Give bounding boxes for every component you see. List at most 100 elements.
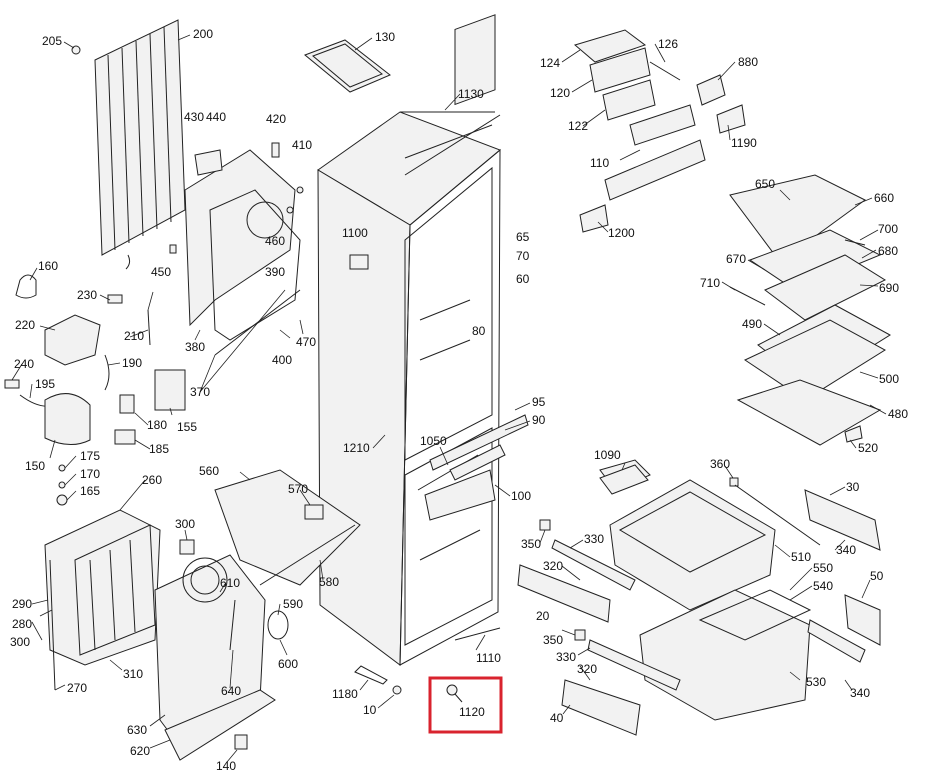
drawers-right <box>517 459 881 736</box>
control-parts-top-right <box>573 29 746 233</box>
label-270: 270 <box>67 681 87 695</box>
label-1200: 1200 <box>608 226 635 240</box>
label-280: 280 <box>12 617 32 631</box>
top-cover-130 <box>304 39 391 93</box>
label-95: 95 <box>532 395 546 409</box>
label-195: 195 <box>35 377 55 391</box>
leader-lines <box>11 34 887 763</box>
label-120: 120 <box>550 86 570 100</box>
label-70: 70 <box>516 249 530 263</box>
label-310: 310 <box>123 667 143 681</box>
ice-maker-560 <box>214 469 361 586</box>
label-1120: 1120 <box>459 705 485 719</box>
label-220: 220 <box>15 318 35 332</box>
label-470: 470 <box>296 335 316 349</box>
label-520: 520 <box>858 441 878 455</box>
label-370: 370 <box>190 385 210 399</box>
label-205: 205 <box>42 34 62 48</box>
part-1120 <box>446 684 463 703</box>
label-1090: 1090 <box>594 448 621 462</box>
label-380: 380 <box>185 340 205 354</box>
label-570: 570 <box>288 482 308 496</box>
label-240: 240 <box>14 357 34 371</box>
label-410: 410 <box>292 138 312 152</box>
label-590: 590 <box>283 597 303 611</box>
rear-panel-fan <box>154 554 289 761</box>
label-880: 880 <box>738 55 758 69</box>
label-620: 620 <box>130 744 150 758</box>
label-320b: 320 <box>577 662 597 676</box>
label-260: 260 <box>142 473 162 487</box>
label-50: 50 <box>870 569 884 583</box>
label-490: 490 <box>742 317 762 331</box>
rail-1130 <box>404 114 501 176</box>
label-200: 200 <box>193 27 213 41</box>
label-60: 60 <box>516 272 530 286</box>
label-20: 20 <box>536 609 550 623</box>
label-510: 510 <box>791 550 811 564</box>
label-100: 100 <box>511 489 531 503</box>
label-550: 550 <box>813 561 833 575</box>
label-420: 420 <box>266 112 286 126</box>
highlight-box-1120 <box>428 676 503 734</box>
label-165: 165 <box>80 484 100 498</box>
label-110: 110 <box>590 156 609 170</box>
label-430: 430 <box>184 110 204 124</box>
label-650: 650 <box>755 177 775 191</box>
label-170: 170 <box>80 467 100 481</box>
label-1100: 1100 <box>342 226 368 240</box>
lower-left-assembly <box>44 509 195 691</box>
label-300b: 300 <box>10 635 30 649</box>
label-1110: 1110 <box>476 651 501 665</box>
label-1050: 1050 <box>420 434 447 448</box>
leveling-foot-1110 <box>454 627 501 641</box>
shelves-right <box>729 174 891 446</box>
label-700: 700 <box>878 222 898 236</box>
label-122: 122 <box>568 119 588 133</box>
label-450: 450 <box>151 265 171 279</box>
evaporator-cover <box>169 142 369 356</box>
label-65: 65 <box>516 230 530 244</box>
label-1190: 1190 <box>731 136 757 150</box>
label-185: 185 <box>149 442 169 456</box>
label-480: 480 <box>888 407 908 421</box>
label-124: 124 <box>540 56 560 70</box>
label-160: 160 <box>38 259 58 273</box>
label-190: 190 <box>122 356 142 370</box>
left-small-parts <box>4 274 186 506</box>
label-660: 660 <box>874 191 894 205</box>
label-150: 150 <box>25 459 45 473</box>
label-350a: 350 <box>521 537 541 551</box>
label-670: 670 <box>726 252 746 266</box>
label-1130: 1130 <box>458 87 484 101</box>
label-80: 80 <box>472 324 486 338</box>
label-560: 560 <box>199 464 219 478</box>
label-530: 530 <box>806 675 826 689</box>
label-10: 10 <box>363 703 377 717</box>
label-330a: 330 <box>584 532 604 546</box>
label-320a: 320 <box>543 559 563 573</box>
label-40: 40 <box>550 711 564 725</box>
label-330b: 330 <box>556 650 576 664</box>
label-580: 580 <box>319 575 339 589</box>
label-1210: 1210 <box>343 441 370 455</box>
label-540: 540 <box>813 579 833 593</box>
label-390: 390 <box>265 265 285 279</box>
screw-10 <box>392 685 402 695</box>
label-350b: 350 <box>543 633 563 647</box>
part-labels: 205 200 130 1130 124 126 880 120 122 119… <box>10 27 908 773</box>
label-340a: 340 <box>836 543 856 557</box>
label-610: 610 <box>220 576 240 590</box>
label-290: 290 <box>12 597 32 611</box>
label-30: 30 <box>846 480 860 494</box>
label-210: 210 <box>124 329 144 343</box>
label-690: 690 <box>879 281 899 295</box>
label-175: 175 <box>80 449 100 463</box>
label-90: 90 <box>532 413 546 427</box>
label-630: 630 <box>127 723 147 737</box>
label-1180: 1180 <box>332 687 358 701</box>
label-140: 140 <box>216 759 236 773</box>
label-600: 600 <box>278 657 298 671</box>
